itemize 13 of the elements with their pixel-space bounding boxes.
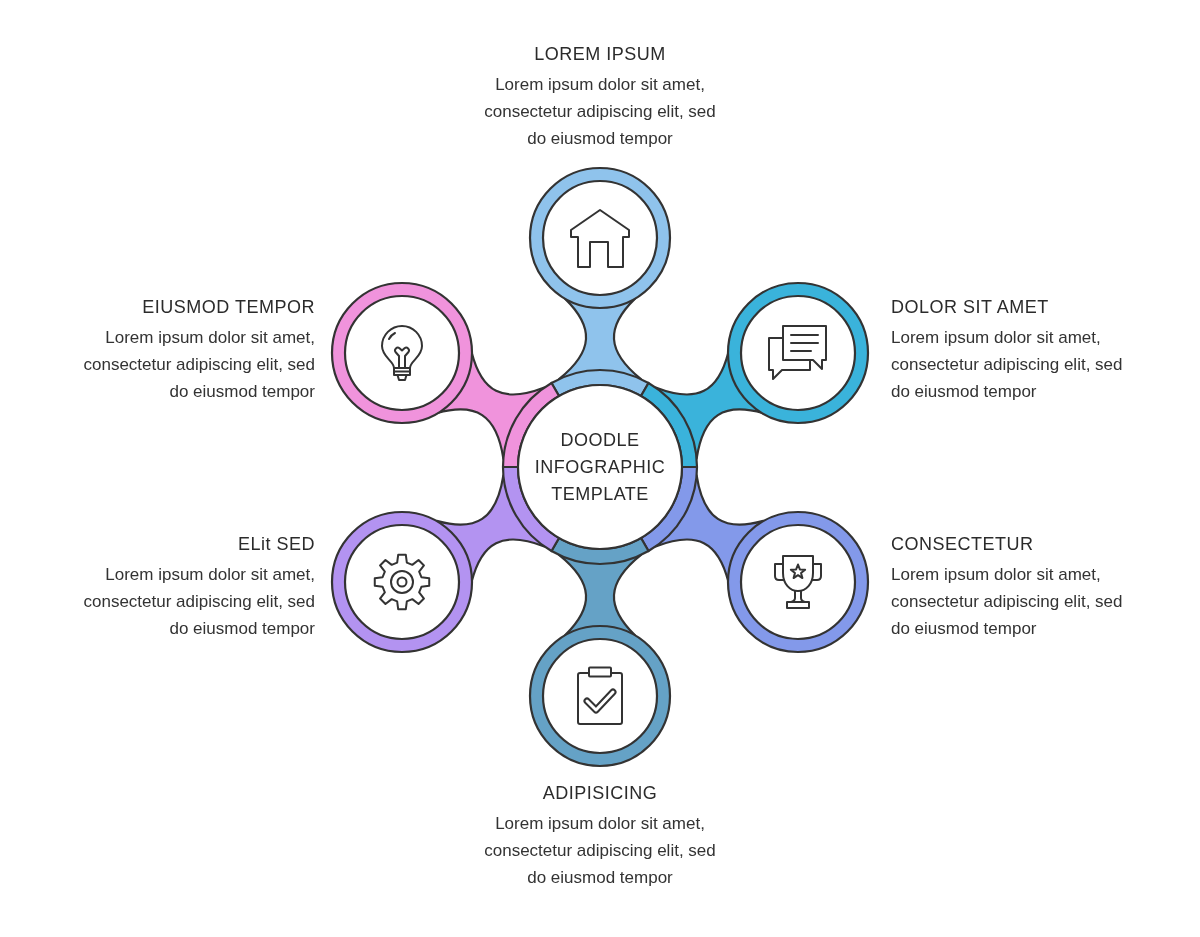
center-title: DOODLE INFOGRAPHIC TEMPLATE: [533, 428, 667, 506]
section-heading: LOREM IPSUM: [534, 43, 666, 66]
section-heading: ELit SED: [237, 533, 315, 556]
section-heading: CONSECTETUR: [891, 533, 1034, 556]
section-heading: ADIPISICING: [542, 782, 658, 805]
description-text: Lorem ipsum dolor sit amet, consectetur adipiscing elit, sed do eiusmod tempor: [82, 564, 315, 640]
description-text: Lorem ipsum dolor sit amet, consectetur adipiscing elit, sed do eiusmod tempor: [891, 327, 1124, 403]
section-heading: DOLOR SIT AMET: [891, 296, 1049, 319]
description-text: Lorem ipsum dolor sit amet, consectetur adipiscing elit, sed do eiusmod tempor: [483, 74, 717, 150]
description-text: Lorem ipsum dolor sit amet, consectetur adipiscing elit, sed do eiusmod tempor: [483, 813, 717, 889]
section-heading: EIUSMOD TEMPOR: [142, 296, 315, 319]
description-text: Lorem ipsum dolor sit amet, consectetur adipiscing elit, sed do eiusmod tempor: [891, 564, 1124, 640]
description-text: Lorem ipsum dolor sit amet, consectetur adipiscing elit, sed do eiusmod tempor: [82, 327, 315, 403]
